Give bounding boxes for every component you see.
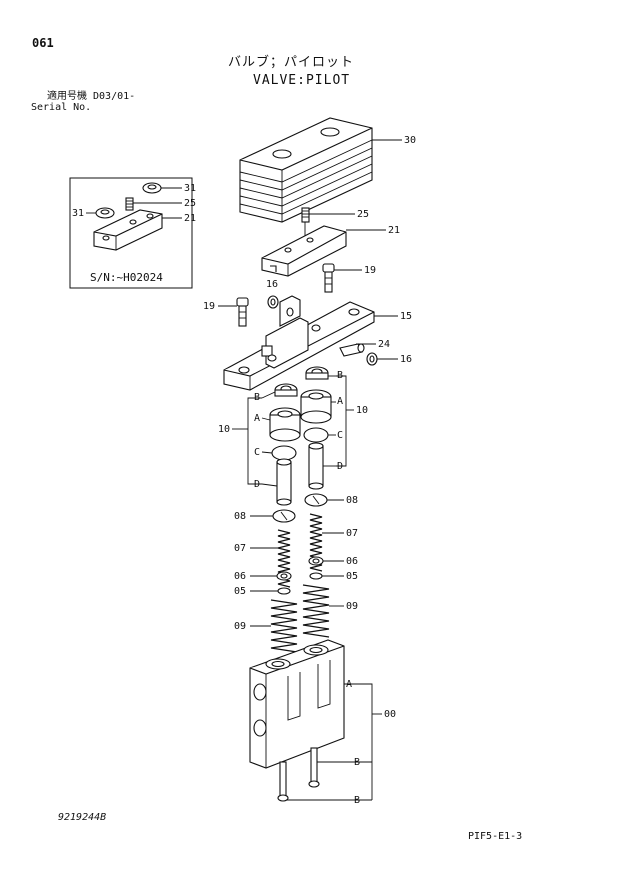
bolt-19-left <box>236 297 249 327</box>
seal-b-right <box>305 366 329 380</box>
spring-09-right <box>302 584 330 638</box>
oring-16-top <box>267 295 279 309</box>
pin-24 <box>339 343 365 357</box>
callout-07-left: 07 <box>234 543 247 554</box>
callout-21-inset: 21 <box>184 213 197 224</box>
drawing-number: 9219244B <box>58 812 107 823</box>
callout-19-right: 19 <box>364 265 377 276</box>
pin-b-right <box>308 747 320 788</box>
callout-a-left: A <box>254 413 261 424</box>
callout-10-right: 10 <box>356 405 369 416</box>
callout-16-side: 16 <box>400 354 413 365</box>
callout-06-left: 06 <box>234 571 247 582</box>
inset-washer-31-top <box>142 182 162 194</box>
callout-05-right: 05 <box>346 571 359 582</box>
callout-a-right: A <box>337 396 344 407</box>
inset-setscrew-25 <box>125 197 134 211</box>
retainer-08-left <box>272 509 296 523</box>
plunger-d-left <box>276 458 292 506</box>
callout-d-right: D <box>337 461 344 472</box>
title-japanese: バルブ；パイロット <box>228 55 355 70</box>
inset-serial-range: S/N:~H02024 <box>90 271 163 284</box>
callout-00: 00 <box>384 709 397 720</box>
inset-frame <box>69 177 193 289</box>
shim-05-left <box>277 587 291 595</box>
oring-c-left <box>271 445 297 461</box>
callout-b-right: B <box>337 370 344 381</box>
plate-15 <box>223 295 375 391</box>
seal-b-left <box>274 383 298 397</box>
oring-c-right <box>303 427 329 443</box>
retainer-08-right <box>304 493 328 507</box>
callout-05-left: 05 <box>234 586 247 597</box>
callout-06-right: 06 <box>346 556 359 567</box>
callout-09-right: 09 <box>346 601 359 612</box>
page-number: 061 <box>32 36 54 50</box>
valve-body-00 <box>249 639 345 769</box>
callout-21: 21 <box>388 225 401 236</box>
shim-05-right <box>309 572 323 580</box>
callout-a-body: A <box>346 679 353 690</box>
bolt-19-right <box>322 263 335 293</box>
plunger-d-right <box>308 442 324 490</box>
pin-b-left <box>277 761 289 802</box>
callout-08-right: 08 <box>346 495 359 506</box>
callout-10-left: 10 <box>218 424 231 435</box>
cover-30 <box>239 117 373 223</box>
callout-b-left: B <box>254 392 261 403</box>
oring-16-side <box>366 352 378 366</box>
callout-b-body-upper: B <box>354 757 361 768</box>
callout-31-inset-left: 31 <box>72 208 85 219</box>
callout-25-inset: 25 <box>184 198 197 209</box>
callout-09-left: 09 <box>234 621 247 632</box>
setscrew-25 <box>301 207 310 236</box>
callout-16-top: 16 <box>266 279 279 290</box>
callout-15: 15 <box>400 311 413 322</box>
sheet-code: PIF5-E1-3 <box>468 831 523 842</box>
inset-washer-31-left <box>95 207 115 219</box>
inset-bracket-21 <box>93 209 163 251</box>
bushing-a-left <box>269 407 301 442</box>
callout-d-left: D <box>254 479 261 490</box>
callout-c-right: C <box>337 430 344 441</box>
callout-25: 25 <box>357 209 370 220</box>
callout-07-right: 07 <box>346 528 359 539</box>
callout-24: 24 <box>378 339 391 350</box>
washer-06-left <box>276 571 292 581</box>
callout-b-body-lower: B <box>354 795 361 806</box>
callout-08-left: 08 <box>234 511 247 522</box>
serial-label: Serial No. <box>31 102 92 113</box>
applicable-serial: 適用号機 D03/01- <box>47 91 136 102</box>
title-english: VALVE:PILOT <box>253 73 351 88</box>
spring-09-left <box>270 599 298 653</box>
callout-30: 30 <box>404 135 417 146</box>
callout-c-left: C <box>254 447 261 458</box>
callout-19-left: 19 <box>203 301 216 312</box>
bushing-a-right <box>300 389 332 424</box>
bracket-21 <box>261 225 347 277</box>
callout-31-inset-top: 31 <box>184 183 197 194</box>
washer-06-right <box>308 556 324 566</box>
